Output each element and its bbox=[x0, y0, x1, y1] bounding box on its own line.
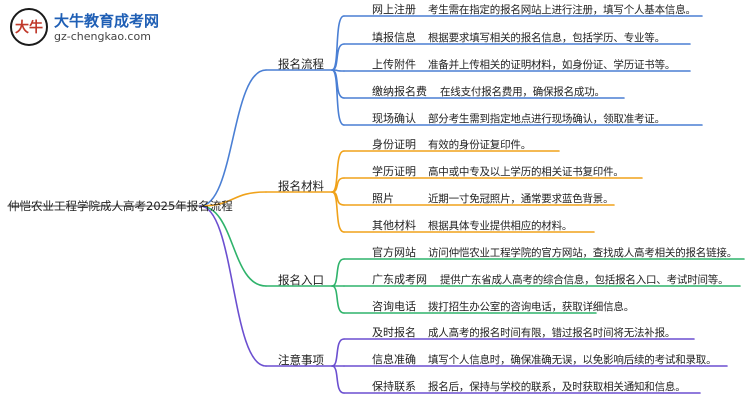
leaf-name-2-1: 身份证明 bbox=[372, 138, 416, 151]
leaf-connector-4-3 bbox=[331, 365, 345, 394]
leaf-name-1-4: 缴纳报名费 bbox=[372, 85, 427, 98]
leaf-connector-1-4 bbox=[331, 69, 345, 99]
leaf-desc-2-1: 有效的身份证复印件。 bbox=[428, 139, 531, 151]
leaf-connector-3-3 bbox=[331, 285, 345, 314]
logo-mark-icon: 大牛 bbox=[10, 8, 48, 46]
leaf-connector-1-5 bbox=[331, 69, 345, 126]
leaf-desc-4-3: 报名后，保持与学校的联系，及时获取相关通知和信息。 bbox=[428, 381, 686, 393]
leaf-connector-2-1 bbox=[331, 150, 345, 193]
logo-url: gz-chengkao.com bbox=[54, 30, 151, 43]
leaf-desc-3-1: 访问仲恺农业工程学院的官方网站，查找成人高考相关的报名链接。 bbox=[428, 247, 737, 259]
branch-label-1: 报名流程 bbox=[278, 57, 324, 71]
leaf-desc-2-4: 根据具体专业提供相应的材料。 bbox=[428, 220, 573, 232]
branch-label-2: 报名材料 bbox=[278, 179, 324, 193]
leaf-name-1-1: 网上注册 bbox=[372, 3, 416, 16]
root-topic: 仲恺农业工程学院成人高考2025年报名流程 bbox=[8, 199, 233, 213]
leaf-connector-1-1 bbox=[331, 15, 345, 71]
leaf-desc-3-3: 拨打招生办公室的咨询电话，获取详细信息。 bbox=[428, 301, 634, 313]
leaf-desc-1-5: 部分考生需到指定地点进行现场确认，领取准考证。 bbox=[428, 113, 665, 125]
branch-connector-4 bbox=[199, 205, 267, 367]
leaf-desc-4-1: 成人高考的报名时间有限，错过报名时间将无法补报。 bbox=[428, 327, 676, 339]
branch-label-4: 注意事项 bbox=[278, 353, 324, 367]
leaf-name-2-4: 其他材料 bbox=[372, 219, 416, 232]
leaf-desc-3-2: 提供广东省成人高考的综合信息，包括报名入口、考试时间等。 bbox=[440, 274, 729, 286]
leaf-name-4-3: 保持联系 bbox=[372, 380, 416, 393]
leaf-desc-1-2: 根据要求填写相关的报名信息，包括学历、专业等。 bbox=[428, 32, 665, 44]
leaf-desc-2-3: 近期一寸免冠照片，通常要求蓝色背景。 bbox=[428, 193, 614, 205]
leaf-name-1-5: 现场确认 bbox=[372, 112, 416, 125]
logo-name: 大牛教育成考网 bbox=[54, 12, 160, 30]
leaf-desc-4-2: 填写个人信息时，确保准确无误，以免影响后续的考试和录取。 bbox=[428, 354, 717, 366]
leaf-name-2-2: 学历证明 bbox=[372, 165, 416, 178]
leaf-desc-1-3: 准备并上传相关的证明材料，如身份证、学历证书等。 bbox=[428, 59, 676, 71]
leaf-desc-1-4: 在线支付报名费用，确保报名成功。 bbox=[440, 86, 605, 98]
logo: 大牛 大牛教育成考网 gz-chengkao.com bbox=[4, 2, 164, 48]
leaf-desc-2-2: 高中或中专及以上学历的相关证书复印件。 bbox=[428, 166, 624, 178]
leaf-connector-4-1 bbox=[331, 338, 345, 367]
leaf-connector-3-1 bbox=[331, 258, 345, 287]
leaf-desc-1-1: 考生需在指定的报名网站上进行注册，填写个人基本信息。 bbox=[428, 4, 696, 16]
branch-connector-1 bbox=[199, 69, 267, 207]
branch-label-3: 报名入口 bbox=[278, 273, 324, 287]
leaf-name-1-2: 填报信息 bbox=[372, 31, 416, 44]
leaf-name-3-2: 广东成考网 bbox=[372, 273, 427, 286]
leaf-connector-1-2 bbox=[331, 43, 345, 71]
leaf-name-2-3: 照片 bbox=[372, 192, 394, 205]
leaf-name-3-3: 咨询电话 bbox=[372, 300, 416, 313]
branch-connector-3 bbox=[199, 205, 267, 287]
leaf-name-4-1: 及时报名 bbox=[372, 326, 416, 339]
leaf-name-3-1: 官方网站 bbox=[372, 246, 416, 259]
leaf-name-1-3: 上传附件 bbox=[372, 58, 416, 71]
branch-connector-2 bbox=[199, 191, 267, 207]
leaf-connector-2-4 bbox=[331, 191, 345, 233]
leaf-name-4-2: 信息准确 bbox=[372, 353, 416, 366]
